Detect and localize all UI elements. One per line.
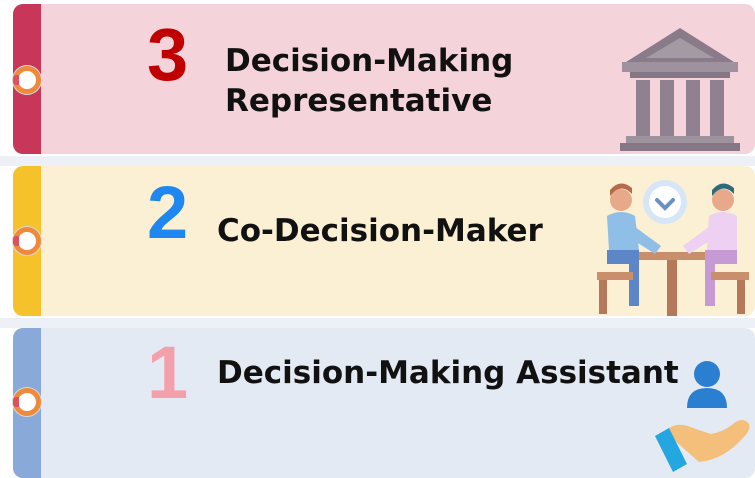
level-1-timeline-node [13,388,41,416]
level-1-number: 1 [147,331,189,414]
level-1-label: Decision-Making Assistant [217,355,679,391]
level-2-timeline-node [13,227,41,255]
level-3-label-line1: Decision-Making [225,43,514,79]
level-1-card: 1 Decision-Making Assistant [13,328,755,478]
level-2-card: 2 Co-Decision-Maker [13,166,755,316]
level-3-number: 3 [147,13,189,96]
two-people-at-table-icon [597,180,749,316]
level-2-label: Co-Decision-Maker [217,213,543,249]
level-3-card: 3 Decision-Making Representative [13,4,755,154]
government-building-icon [620,28,740,151]
level-3-timeline-node [13,66,41,94]
hand-holding-person-icon [655,361,750,472]
level-3-label-line2: Representative [225,83,493,119]
level-2-number: 2 [147,171,189,254]
